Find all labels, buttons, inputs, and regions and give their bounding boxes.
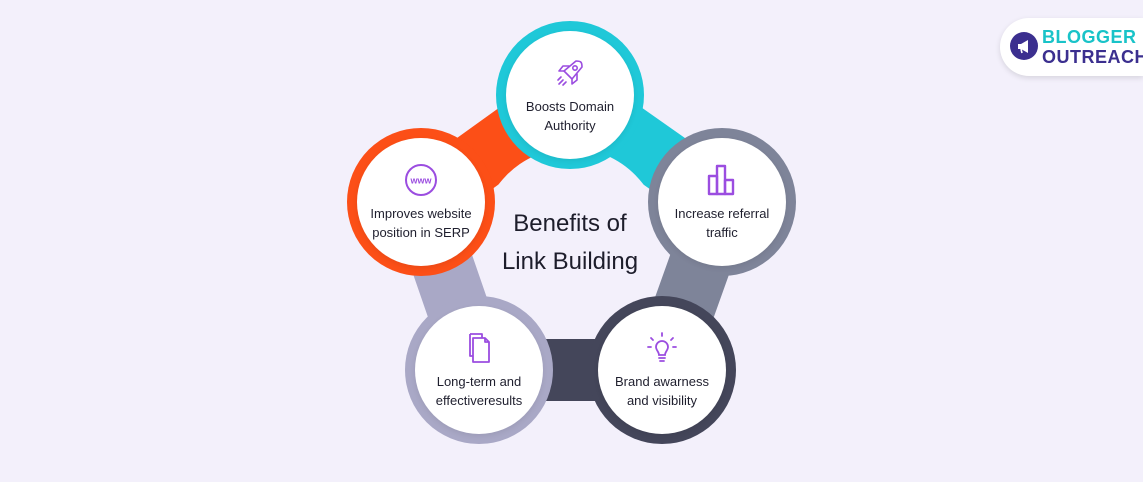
node-label: Improves website position in SERP [370,206,472,240]
node-increase-referral-traffic: Increase referral traffic [658,138,786,266]
center-hole [479,148,663,338]
node-boosts-domain-authority: Boosts Domain Authority [506,31,634,159]
svg-text:www: www [409,176,432,186]
logo-line-1: BLOGGER [1042,27,1137,47]
node-label: Long-term and effectiveresults [435,374,523,408]
node-long-term-results: Long-term and effectiveresults [415,306,543,434]
documents-icon [469,333,490,363]
www-icon: www [405,164,437,196]
brand-logo: BLOGGER OUTREACH [1000,18,1143,76]
bar-chart-icon [707,164,735,196]
title-line-1: Benefits of [513,210,627,237]
node-label: Brand awarness and visibility [615,374,709,408]
node-brand-awareness: Brand awarness and visibility [598,306,726,434]
logo-wordmark: BLOGGER OUTREACH [1042,27,1143,67]
title-line-2: Link Building [501,248,639,275]
diagram-title: Benefits of Link Building [470,205,670,281]
node-label: Boosts Domain Authority [525,99,615,133]
megaphone-icon [1010,32,1038,60]
rocket-icon [557,60,583,86]
logo-line-2: OUTREACH [1042,47,1143,67]
lightbulb-icon [647,332,677,362]
node-improves-serp-position: www Improves website position in SERP [357,138,485,266]
node-label: Increase referral traffic [674,206,770,240]
